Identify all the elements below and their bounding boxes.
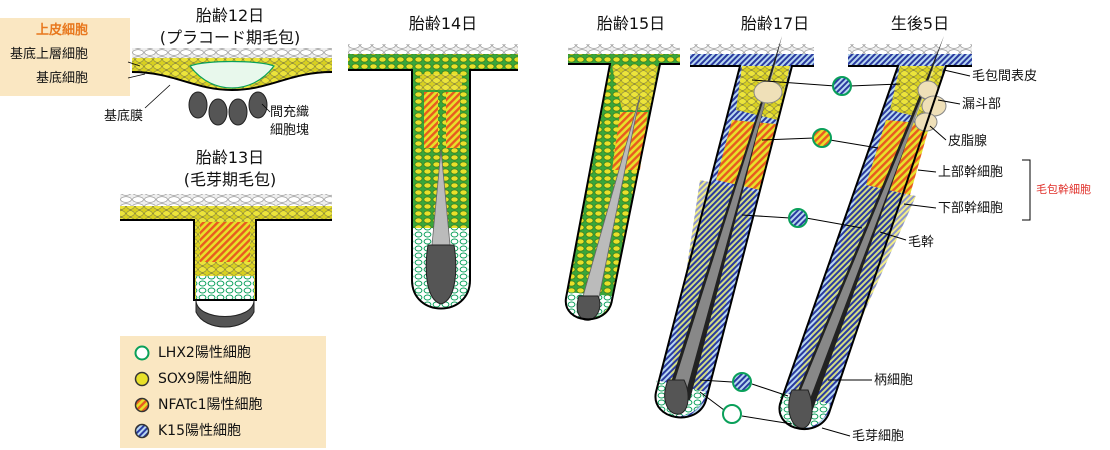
k15-marker-circle bbox=[733, 373, 751, 391]
sox9-legend-icon bbox=[134, 371, 150, 387]
hair-germ-cells-label: 毛芽細胞 bbox=[852, 430, 904, 443]
stage-title-e17: 胎齢17日 bbox=[720, 16, 830, 32]
legend-item-k15: K15陽性細胞 bbox=[134, 420, 241, 442]
upper-stem-cells-label: 上部幹細胞 bbox=[938, 166, 1003, 179]
lower-stem-cells-label: 下部幹細胞 bbox=[938, 202, 1003, 215]
legend-item-nfatc1: NFATc1陽性細胞 bbox=[134, 394, 263, 416]
legend-item-sox9: SOX9陽性細胞 bbox=[134, 368, 252, 390]
legend-label-lhx2: LHX2陽性細胞 bbox=[158, 346, 251, 360]
basal-cells-label: 基底細胞 bbox=[36, 72, 88, 85]
nfatc1-marker-circle bbox=[813, 129, 831, 147]
legend: LHX2陽性細胞 SOX9陽性細胞 NFATc1陽性細胞 K15陽性細胞 bbox=[120, 336, 326, 448]
p5-follicle-diagram bbox=[779, 36, 972, 429]
stage-title-e13: 胎齢13日 bbox=[175, 150, 285, 166]
k15-legend-icon bbox=[134, 423, 150, 439]
stage-title-e12: 胎齢12日 bbox=[175, 8, 285, 24]
legend-label-k15: K15陽性細胞 bbox=[158, 424, 241, 438]
stage-title-e14: 胎齢14日 bbox=[388, 16, 498, 32]
e17-follicle-diagram bbox=[655, 36, 814, 417]
hair-follicle-stem-cells-label: 毛包幹細胞 bbox=[1036, 184, 1091, 195]
nfatc1-legend-icon bbox=[134, 397, 150, 413]
mesenchymal-condensate-label: 間充織 細胞塊 bbox=[270, 104, 309, 139]
k15-marker-circle bbox=[833, 77, 851, 95]
e15-follicle-diagram bbox=[566, 44, 680, 320]
legend-label-sox9: SOX9陽性細胞 bbox=[158, 372, 252, 386]
suprabasal-cells-label: 基底上層細胞 bbox=[10, 48, 88, 61]
interfollicular-epidermis-label: 毛包間表皮 bbox=[972, 70, 1037, 83]
legend-label-nfatc1: NFATc1陽性細胞 bbox=[158, 398, 263, 412]
sebaceous-gland-label: 皮脂腺 bbox=[948, 135, 987, 148]
stage-title-e15: 胎齢15日 bbox=[576, 16, 686, 32]
lhx2-legend-icon bbox=[134, 345, 150, 361]
basement-membrane-label: 基底膜 bbox=[104, 110, 143, 123]
germ-stage-diagram bbox=[120, 194, 332, 327]
e14-follicle-diagram bbox=[348, 44, 518, 309]
infundibulum-label: 漏斗部 bbox=[962, 98, 1001, 111]
lhx2-marker-circle bbox=[723, 405, 741, 423]
stage-title-p5: 生後5日 bbox=[870, 16, 970, 32]
legend-item-lhx2: LHX2陽性細胞 bbox=[134, 342, 251, 364]
epithelial-cells-label: 上皮細胞 bbox=[36, 24, 88, 37]
k15-marker-circle bbox=[789, 209, 807, 227]
stage-subtitle-e13: (毛芽期毛包) bbox=[145, 172, 315, 188]
hair-shaft-label: 毛幹 bbox=[908, 236, 934, 249]
stalk-cells-label: 柄細胞 bbox=[874, 374, 913, 387]
stage-subtitle-e12: (プラコード期毛包) bbox=[130, 30, 330, 46]
